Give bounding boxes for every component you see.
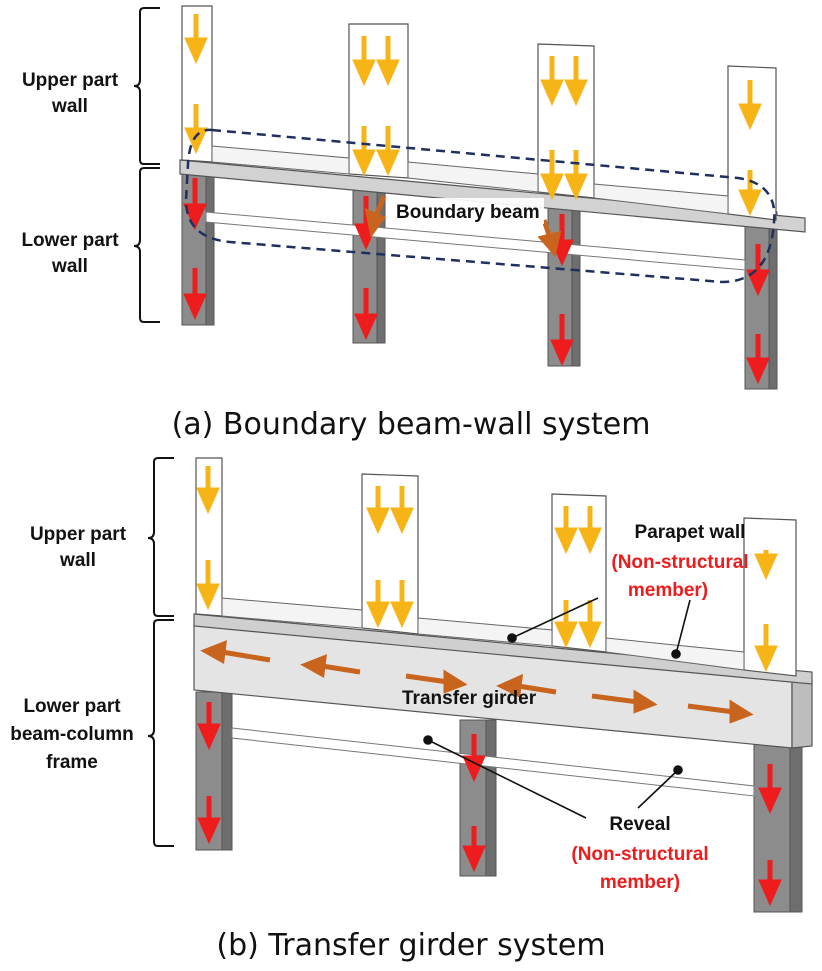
gravity-arrow <box>746 334 770 385</box>
gravity-arrow <box>758 764 782 815</box>
shear-arrow-left <box>200 640 271 665</box>
reveal-label: Reveal <box>609 814 670 835</box>
gravity-arrows-upper-a <box>184 14 762 217</box>
gravity-arrow <box>196 560 220 611</box>
gravity-arrows-lower-a <box>183 178 770 385</box>
parapet-wall-label: Parapet wall <box>635 522 746 543</box>
shear-arrow-right <box>687 699 754 724</box>
gravity-arrows-lower-b <box>197 702 782 907</box>
gravity-arrow <box>376 126 400 177</box>
shear-arrow-left <box>496 673 557 698</box>
parapet-leader-lines <box>507 597 691 659</box>
shear-arrow <box>364 195 387 239</box>
lower-brace-b <box>147 619 174 847</box>
boundary-beam-outline <box>184 128 776 284</box>
shear-arrow <box>537 219 562 258</box>
upper-brace-a <box>133 7 160 165</box>
gravity-arrow <box>390 580 414 629</box>
gravity-arrow <box>184 14 208 65</box>
shear-arrows-a <box>364 195 562 258</box>
gravity-arrow <box>758 860 782 907</box>
parapet-wall-segment <box>417 617 553 647</box>
boundary-beam-label: Boundary beam <box>396 202 540 223</box>
gravity-arrow <box>754 624 778 673</box>
upper-part-label-b-line2: wall <box>59 550 96 571</box>
upper-part-label-a-line1: Upper part <box>22 70 119 91</box>
gravity-arrow <box>390 486 414 535</box>
gravity-arrow <box>540 56 564 107</box>
gravity-arrow <box>197 796 221 845</box>
transfer-girder-end <box>791 679 813 749</box>
lower-part-label-b-line3: frame <box>46 752 98 773</box>
parapet-note-line2: member) <box>628 580 708 601</box>
gravity-arrow <box>578 506 602 555</box>
gravity-arrow <box>352 126 376 177</box>
gravity-arrow <box>184 104 208 155</box>
gravity-arrow <box>550 214 574 267</box>
gravity-arrow <box>366 486 390 535</box>
gravity-arrow <box>554 506 578 555</box>
gravity-arrow <box>564 56 588 107</box>
reveal-strip <box>231 727 755 797</box>
gravity-arrow <box>183 268 207 321</box>
shear-arrow-right <box>591 689 658 714</box>
upper-brace-b <box>147 457 174 617</box>
gravity-arrow <box>738 80 762 131</box>
gravity-arrow <box>366 580 390 629</box>
lower-part-label-b-line2: beam-column <box>10 724 134 745</box>
reveal-note-line1: (Non-structural <box>571 844 708 865</box>
lower-brace-a <box>133 167 160 323</box>
gravity-arrow <box>352 36 376 87</box>
gravity-arrow <box>540 150 564 201</box>
gravity-arrow <box>462 734 486 783</box>
reveal-note-line2: member) <box>600 872 680 893</box>
gravity-arrow <box>196 466 220 515</box>
lower-part-label-a-line2: wall <box>51 256 88 277</box>
gravity-arrow <box>578 600 602 649</box>
shear-arrow-left <box>300 654 361 679</box>
gravity-arrow <box>197 702 221 751</box>
gravity-arrow <box>550 314 574 367</box>
gravity-arrow <box>746 244 770 297</box>
caption-b: (b) Transfer girder system <box>216 928 605 963</box>
transfer-girder-label: Transfer girder <box>402 688 537 709</box>
upper-part-label-b-line1: Upper part <box>30 524 127 545</box>
gravity-arrows-upper-b <box>196 466 778 673</box>
gravity-arrow <box>183 178 207 231</box>
gravity-arrow <box>564 150 588 201</box>
upper-part-label-a-line2: wall <box>51 96 88 117</box>
shear-arrow-right <box>405 669 468 694</box>
reveal-leader-lines <box>423 735 683 819</box>
gravity-arrow <box>354 288 378 341</box>
panel-a: Boundary beam Upper part wall Lower part… <box>21 5 806 442</box>
lower-part-label-a-line1: Lower part <box>21 230 119 251</box>
gravity-arrow <box>376 36 400 87</box>
caption-a: (a) Boundary beam-wall system <box>172 407 651 442</box>
gravity-arrow <box>754 550 778 581</box>
lower-part-label-b-line1: Lower part <box>23 696 121 717</box>
parapet-note-line1: (Non-structural <box>611 552 748 573</box>
shear-arrows-b <box>200 640 754 724</box>
gravity-arrow <box>738 170 762 217</box>
gravity-arrow <box>462 826 486 873</box>
panel-b: Transfer girder Parapet wall (Non-struct… <box>10 457 813 963</box>
transfer-girder-top <box>193 613 813 685</box>
parapet-wall-segment <box>221 597 363 629</box>
gravity-arrow <box>554 600 578 649</box>
